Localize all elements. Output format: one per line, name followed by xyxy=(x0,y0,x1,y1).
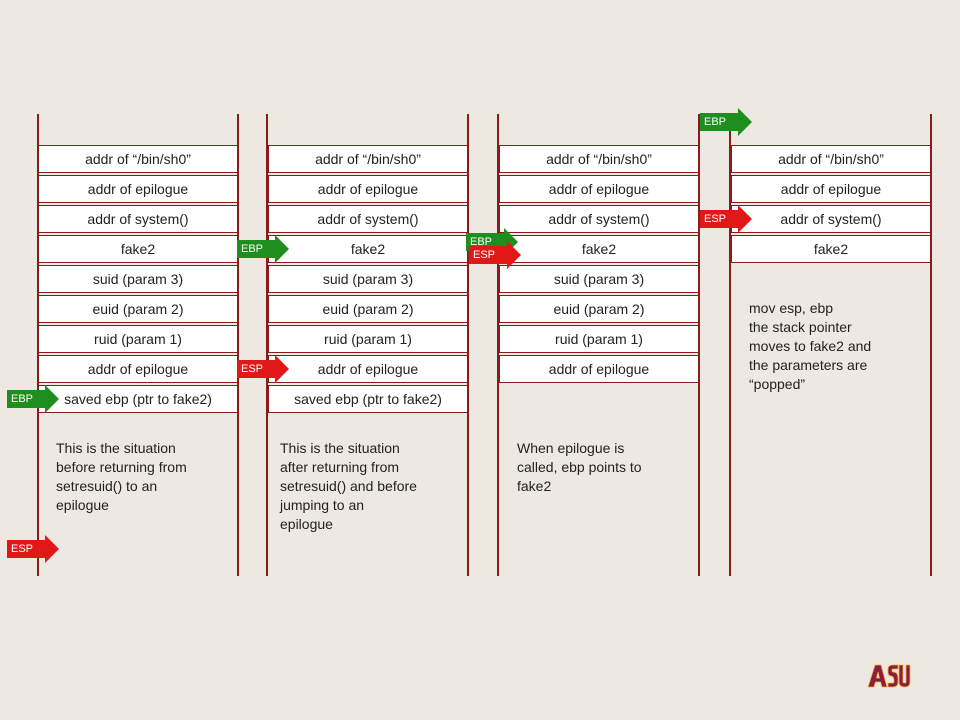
caption-line: called, ebp points to xyxy=(517,459,642,475)
caption-line: before returning from xyxy=(56,459,187,475)
stack-cell: addr of “/bin/sh0” xyxy=(499,145,699,173)
caption-line: after returning from xyxy=(280,459,400,475)
stack-cell: addr of epilogue xyxy=(268,175,468,203)
stack-caption: mov esp, ebp the stack pointer moves to … xyxy=(749,299,871,394)
stack-cell: addr of “/bin/sh0” xyxy=(731,145,931,173)
stack-cell: addr of system() xyxy=(499,205,699,233)
stack-cell: addr of epilogue xyxy=(499,175,699,203)
caption-line: setresuid() and before xyxy=(280,478,417,494)
caption-line: setresuid() to an xyxy=(56,478,158,494)
stack-cell: saved ebp (ptr to fake2) xyxy=(268,385,468,413)
stack-cell: saved ebp (ptr to fake2) xyxy=(38,385,238,413)
caption-line: This is the situation xyxy=(56,440,176,456)
esp-pointer-arrow: ESP xyxy=(237,355,289,383)
caption-line: epilogue xyxy=(280,516,333,532)
ebp-label: EBP xyxy=(7,390,45,408)
stack-cell: addr of epilogue xyxy=(268,355,468,383)
ebp-label: EBP xyxy=(237,240,275,258)
stack-cell: addr of epilogue xyxy=(731,175,931,203)
stack-cell: suid (param 3) xyxy=(38,265,238,293)
stack-cell: euid (param 2) xyxy=(268,295,468,323)
ebp-pointer-arrow: EBP xyxy=(7,385,59,413)
caption-line: This is the situation xyxy=(280,440,400,456)
stack-cell: addr of epilogue xyxy=(499,355,699,383)
stack-cell: addr of epilogue xyxy=(38,175,238,203)
caption-line: moves to fake2 and xyxy=(749,338,872,354)
stack-cell: addr of system() xyxy=(268,205,468,233)
esp-pointer-arrow: ESP xyxy=(700,205,752,233)
stack-caption: This is the situation after returning fr… xyxy=(280,439,417,534)
divider-line xyxy=(698,114,700,576)
stack-cell: euid (param 2) xyxy=(499,295,699,323)
ebp-label: EBP xyxy=(700,113,738,131)
stack-cell: fake2 xyxy=(499,235,699,263)
caption-line: “popped” xyxy=(749,376,806,392)
stack-cell: suid (param 3) xyxy=(499,265,699,293)
stack-cell: fake2 xyxy=(268,235,468,263)
esp-label: ESP xyxy=(700,210,738,228)
esp-pointer-arrow: ESP xyxy=(469,241,521,269)
caption-line: mov esp, ebp xyxy=(749,300,834,316)
caption-line: fake2 xyxy=(517,478,552,494)
caption-line: jumping to an xyxy=(280,497,365,513)
caption-line: When epilogue is xyxy=(517,440,625,456)
stack-cell: fake2 xyxy=(38,235,238,263)
divider-line xyxy=(729,114,731,576)
stack-cell: ruid (param 1) xyxy=(268,325,468,353)
ebp-pointer-arrow: EBP xyxy=(237,235,289,263)
stack-cell: ruid (param 1) xyxy=(499,325,699,353)
esp-label: ESP xyxy=(469,246,507,264)
divider-line xyxy=(497,114,499,576)
stack-cell: addr of system() xyxy=(38,205,238,233)
asu-logo xyxy=(866,663,912,689)
divider-line xyxy=(266,114,268,576)
divider-line xyxy=(467,114,469,576)
divider-line xyxy=(237,114,239,576)
ebp-pointer-arrow: EBP xyxy=(700,108,752,136)
caption-line: epilogue xyxy=(56,497,109,513)
esp-label: ESP xyxy=(7,540,45,558)
stack-cell: addr of “/bin/sh0” xyxy=(268,145,468,173)
stack-cell: ruid (param 1) xyxy=(38,325,238,353)
stack-cell: suid (param 3) xyxy=(268,265,468,293)
esp-pointer-arrow: ESP xyxy=(7,535,59,563)
caption-line: the parameters are xyxy=(749,357,868,373)
stack-caption: When epilogue is called, ebp points to f… xyxy=(517,439,642,496)
stack-caption: This is the situation before returning f… xyxy=(56,439,187,515)
stack-cell: fake2 xyxy=(731,235,931,263)
stack-cell: euid (param 2) xyxy=(38,295,238,323)
stack-cell: addr of “/bin/sh0” xyxy=(38,145,238,173)
stack-cell: addr of system() xyxy=(731,205,931,233)
divider-line xyxy=(930,114,932,576)
esp-label: ESP xyxy=(237,360,275,378)
caption-line: the stack pointer xyxy=(749,319,852,335)
stack-cell: addr of epilogue xyxy=(38,355,238,383)
